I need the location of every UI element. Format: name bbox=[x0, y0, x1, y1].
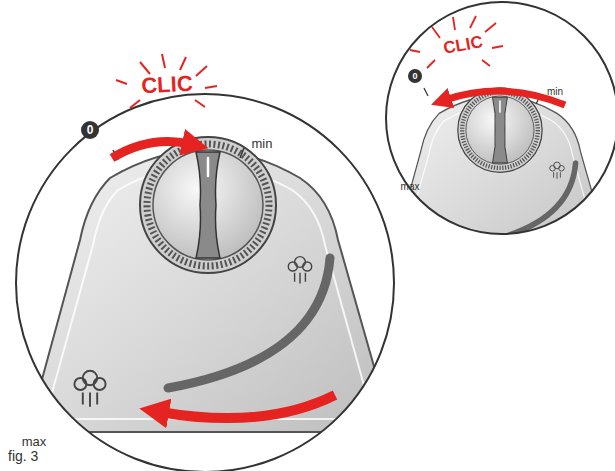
off-position: 0 bbox=[87, 124, 94, 136]
max-label: max bbox=[401, 182, 420, 192]
min-label: min bbox=[252, 137, 273, 150]
max-label: max bbox=[22, 435, 47, 448]
click-label: CLIC bbox=[141, 73, 193, 98]
off-position: 0 bbox=[412, 72, 417, 81]
min-label: min bbox=[547, 87, 563, 97]
figure-number: fig. 3 bbox=[8, 449, 38, 463]
